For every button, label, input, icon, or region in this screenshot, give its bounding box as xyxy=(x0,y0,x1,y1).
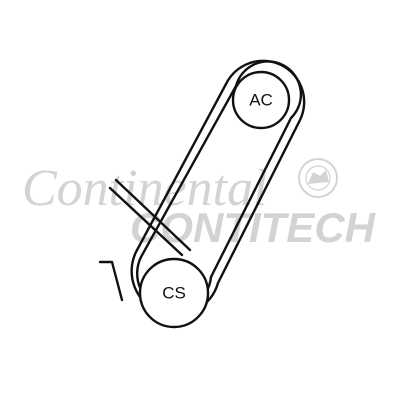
pulley-ac-label: AC xyxy=(249,91,273,110)
pulley-cs-label: CS xyxy=(162,284,186,303)
belt-tension-strand xyxy=(114,178,192,252)
belt xyxy=(98,59,306,317)
belt-tension-strand-2 xyxy=(108,186,184,257)
pulley-cs-circle xyxy=(138,257,210,329)
watermark-seal-icon xyxy=(298,158,338,198)
pulley-cs: CS xyxy=(138,257,210,329)
pulley-ac-circle xyxy=(231,70,291,130)
belt-lead-in xyxy=(98,260,124,302)
watermark: Continental CONTITECH xyxy=(22,158,377,251)
pulley-ac: AC xyxy=(231,70,291,130)
